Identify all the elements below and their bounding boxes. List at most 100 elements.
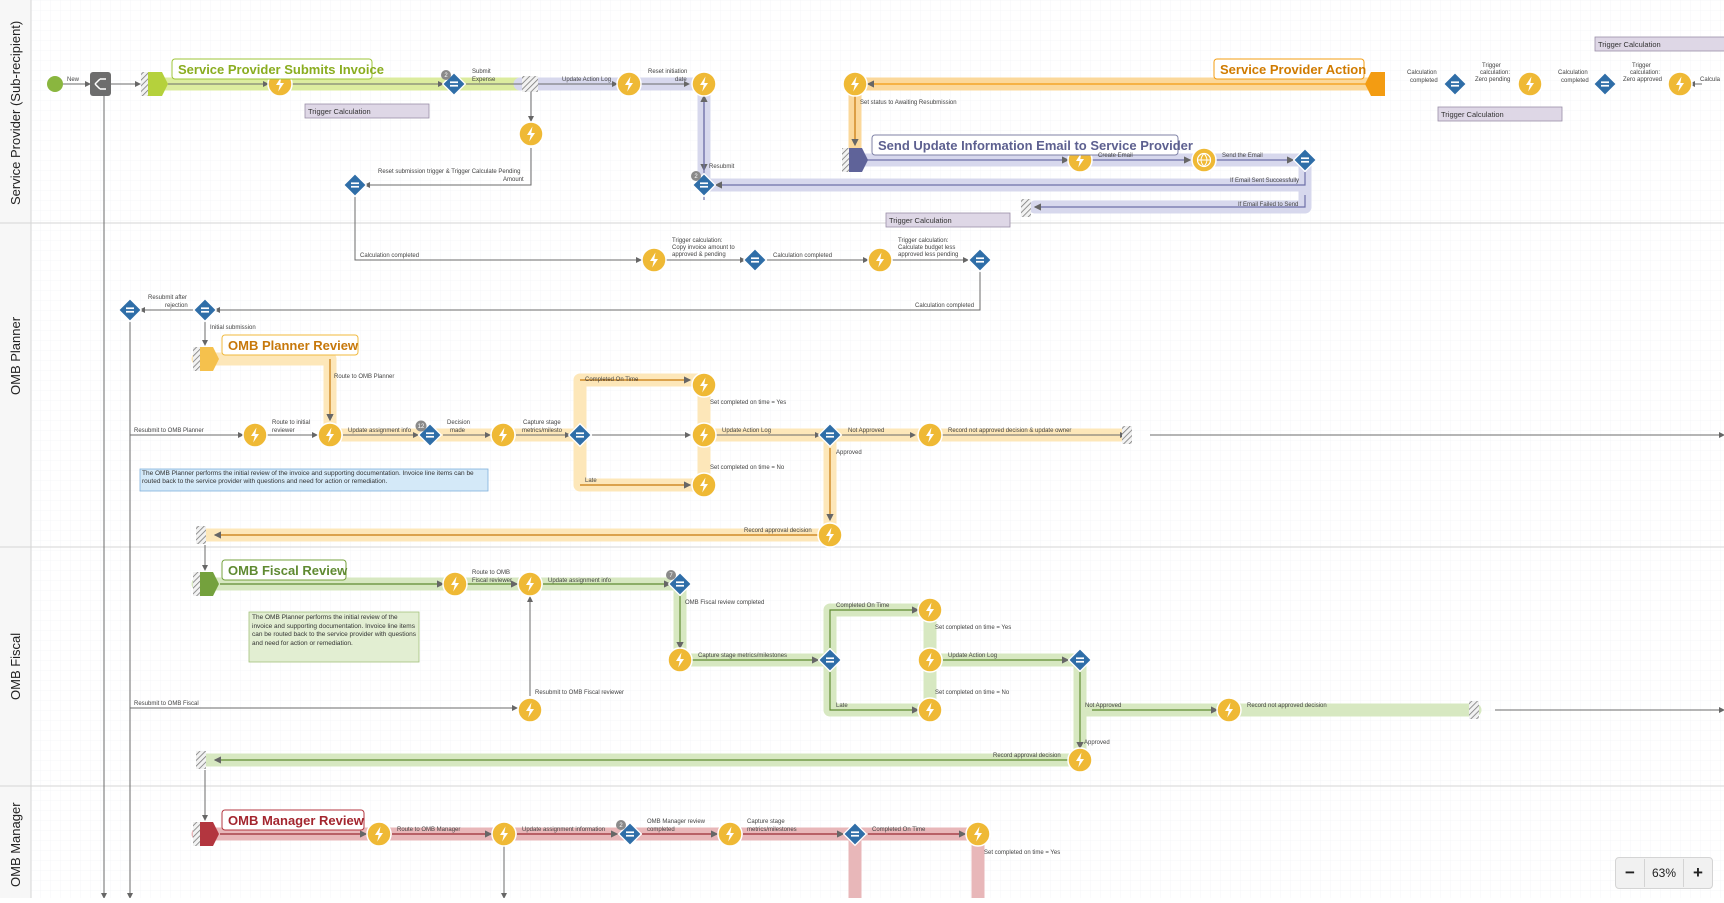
- count-badges: 2 2 12 7 2: [415, 70, 701, 830]
- flow-label: Copy invoice amount to: [672, 245, 735, 251]
- flow-label: Capture stage: [523, 420, 561, 426]
- flow-label: Route to OMB: [472, 570, 510, 576]
- data-object-trigger-calculation: Trigger Calculation: [308, 107, 371, 116]
- start-event: [47, 76, 63, 92]
- flow-label: Zero pending: [1475, 77, 1510, 83]
- event-nodes: [242, 71, 1693, 847]
- zoom-in-button[interactable]: +: [1693, 863, 1703, 882]
- badge: 2: [619, 823, 623, 829]
- flow-label: Calculation completed: [773, 253, 832, 259]
- badge: 7: [669, 573, 673, 579]
- flow-label: Calculation completed: [360, 253, 419, 259]
- flow-label: metrics/milestones: [747, 827, 797, 833]
- flow-label: Trigger calculation:: [898, 238, 949, 244]
- flow-label: approved & pending: [672, 252, 726, 258]
- flow-label: Submit: [472, 69, 491, 75]
- flow-label: Approved: [1084, 740, 1110, 746]
- flow-label: Initial submission: [210, 325, 256, 331]
- flow-label: Set completed on time = No: [935, 690, 1010, 696]
- flow-label: Calculation: [1407, 70, 1437, 76]
- stage-title-action: Service Provider Action: [1220, 62, 1366, 77]
- flow-label: Set completed on time = Yes: [935, 625, 1011, 631]
- flow-label: approved less pending: [898, 252, 958, 258]
- flow-label: Route to initial: [272, 420, 310, 426]
- flow-label: Route to OMB Planner: [334, 374, 394, 380]
- flow-label: Calculate budget less: [898, 245, 955, 251]
- flow-label: Route to OMB Manager: [397, 827, 460, 833]
- flow-label: Update Action Log: [562, 77, 611, 83]
- flow-label: Trigger: [1632, 63, 1651, 69]
- flow-label: Record approval decision: [744, 528, 812, 534]
- flow-label: Set status to Awaiting Resubmission: [860, 100, 957, 106]
- flow-label: If Email Failed to Send: [1238, 202, 1298, 208]
- stage-title-planner: OMB Planner Review: [228, 338, 359, 353]
- badge: 12: [418, 424, 425, 430]
- flow-label: calculation:: [1630, 70, 1660, 76]
- flow-label: Update assignment info: [548, 578, 612, 584]
- flow-label: Late: [836, 703, 848, 709]
- flow-label: Trigger: [1482, 63, 1501, 69]
- flow-label: Set completed on time = No: [710, 465, 785, 471]
- stage-title-manager: OMB Manager Review: [228, 813, 365, 828]
- flow-label: OMB Manager review: [647, 819, 706, 825]
- data-object-trigger-calculation: Trigger Calculation: [889, 216, 952, 225]
- flow-label: Zero approved: [1623, 77, 1662, 83]
- flow-label: Calculation: [1558, 70, 1588, 76]
- annotation-notes: The OMB Planner performs the initial rev…: [139, 468, 489, 663]
- data-object-trigger-calculation: Trigger Calculation: [1598, 40, 1661, 49]
- flow-label: Approved: [836, 450, 862, 456]
- colored-flows: [213, 80, 1378, 838]
- fiscal-note: The OMB Planner performs the initial rev…: [252, 614, 417, 647]
- flow-label: Capture stage: [747, 819, 785, 825]
- flow-label: Reset initiation: [648, 69, 687, 75]
- stage-title-email: Send Update Information Email to Service…: [878, 138, 1193, 153]
- planner-note: The OMB Planner performs the initial rev…: [142, 470, 474, 485]
- flow-label: Resubmit to OMB Fiscal reviewer: [535, 690, 624, 696]
- stage-titles: Service Provider Submits Invoice Service…: [171, 58, 1366, 831]
- data-objects: Trigger Calculation Trigger Calculation …: [304, 36, 1724, 228]
- flow-label: completed: [1410, 78, 1438, 84]
- badge: 2: [694, 174, 698, 180]
- flow-label: made: [450, 428, 466, 434]
- flow-label: Late: [585, 478, 597, 484]
- badge: 2: [444, 73, 448, 79]
- stage-title-fiscal: OMB Fiscal Review: [228, 563, 348, 578]
- flow-label: Capture stage metrics/milestones: [698, 653, 787, 659]
- flow-label: Resubmit after: [148, 295, 187, 301]
- data-object-trigger-calculation: Trigger Calculation: [1441, 110, 1504, 119]
- flow-labels: New Submit Expense Update Action Log Res…: [67, 63, 1721, 856]
- flow-label: Update assignment information: [522, 827, 605, 833]
- flow-label: date: [675, 77, 687, 83]
- flow-label: Completed On Time: [836, 603, 890, 609]
- lane-service-provider: Service Provider (Sub-recipient): [8, 21, 23, 205]
- flow-label: Record not approved decision & update ow…: [948, 428, 1071, 434]
- flow-label: Completed On Time: [585, 377, 639, 383]
- zoom-out-button[interactable]: −: [1625, 863, 1635, 882]
- flow-label: Not Approved: [848, 428, 884, 434]
- flow-label: Set completed on time = Yes: [984, 850, 1060, 856]
- flow-label: Trigger calculation:: [672, 238, 723, 244]
- flow-label: Not Approved: [1085, 703, 1121, 709]
- flow-label: Resubmit to OMB Fiscal: [134, 701, 199, 707]
- flow-label: Resubmit: [709, 164, 735, 170]
- zoom-control: − 63% +: [1615, 857, 1713, 889]
- flow-label: Update Action Log: [722, 428, 771, 434]
- flow-label: Decision: [447, 420, 470, 426]
- flow-label: Update assignment info: [348, 428, 412, 434]
- flow-label: calculation:: [1480, 70, 1510, 76]
- flow-label: Fiscal reviewer: [472, 578, 512, 584]
- flow-label: completed: [647, 827, 675, 833]
- flow-label: Calcula: [1700, 77, 1721, 83]
- flow-label: Calculation completed: [915, 303, 974, 309]
- flow-label: metrics/milesto: [522, 428, 563, 434]
- lane-omb-manager: OMB Manager: [8, 802, 23, 887]
- flow-label: Reset submission trigger & Trigger Calcu…: [378, 169, 520, 175]
- flow-label: Expense: [472, 77, 496, 83]
- flow-label: Completed On Time: [872, 827, 926, 833]
- flow-label: New: [67, 77, 80, 83]
- flow-label: Update Action Log: [948, 653, 997, 659]
- flow-label: Amount: [503, 177, 524, 183]
